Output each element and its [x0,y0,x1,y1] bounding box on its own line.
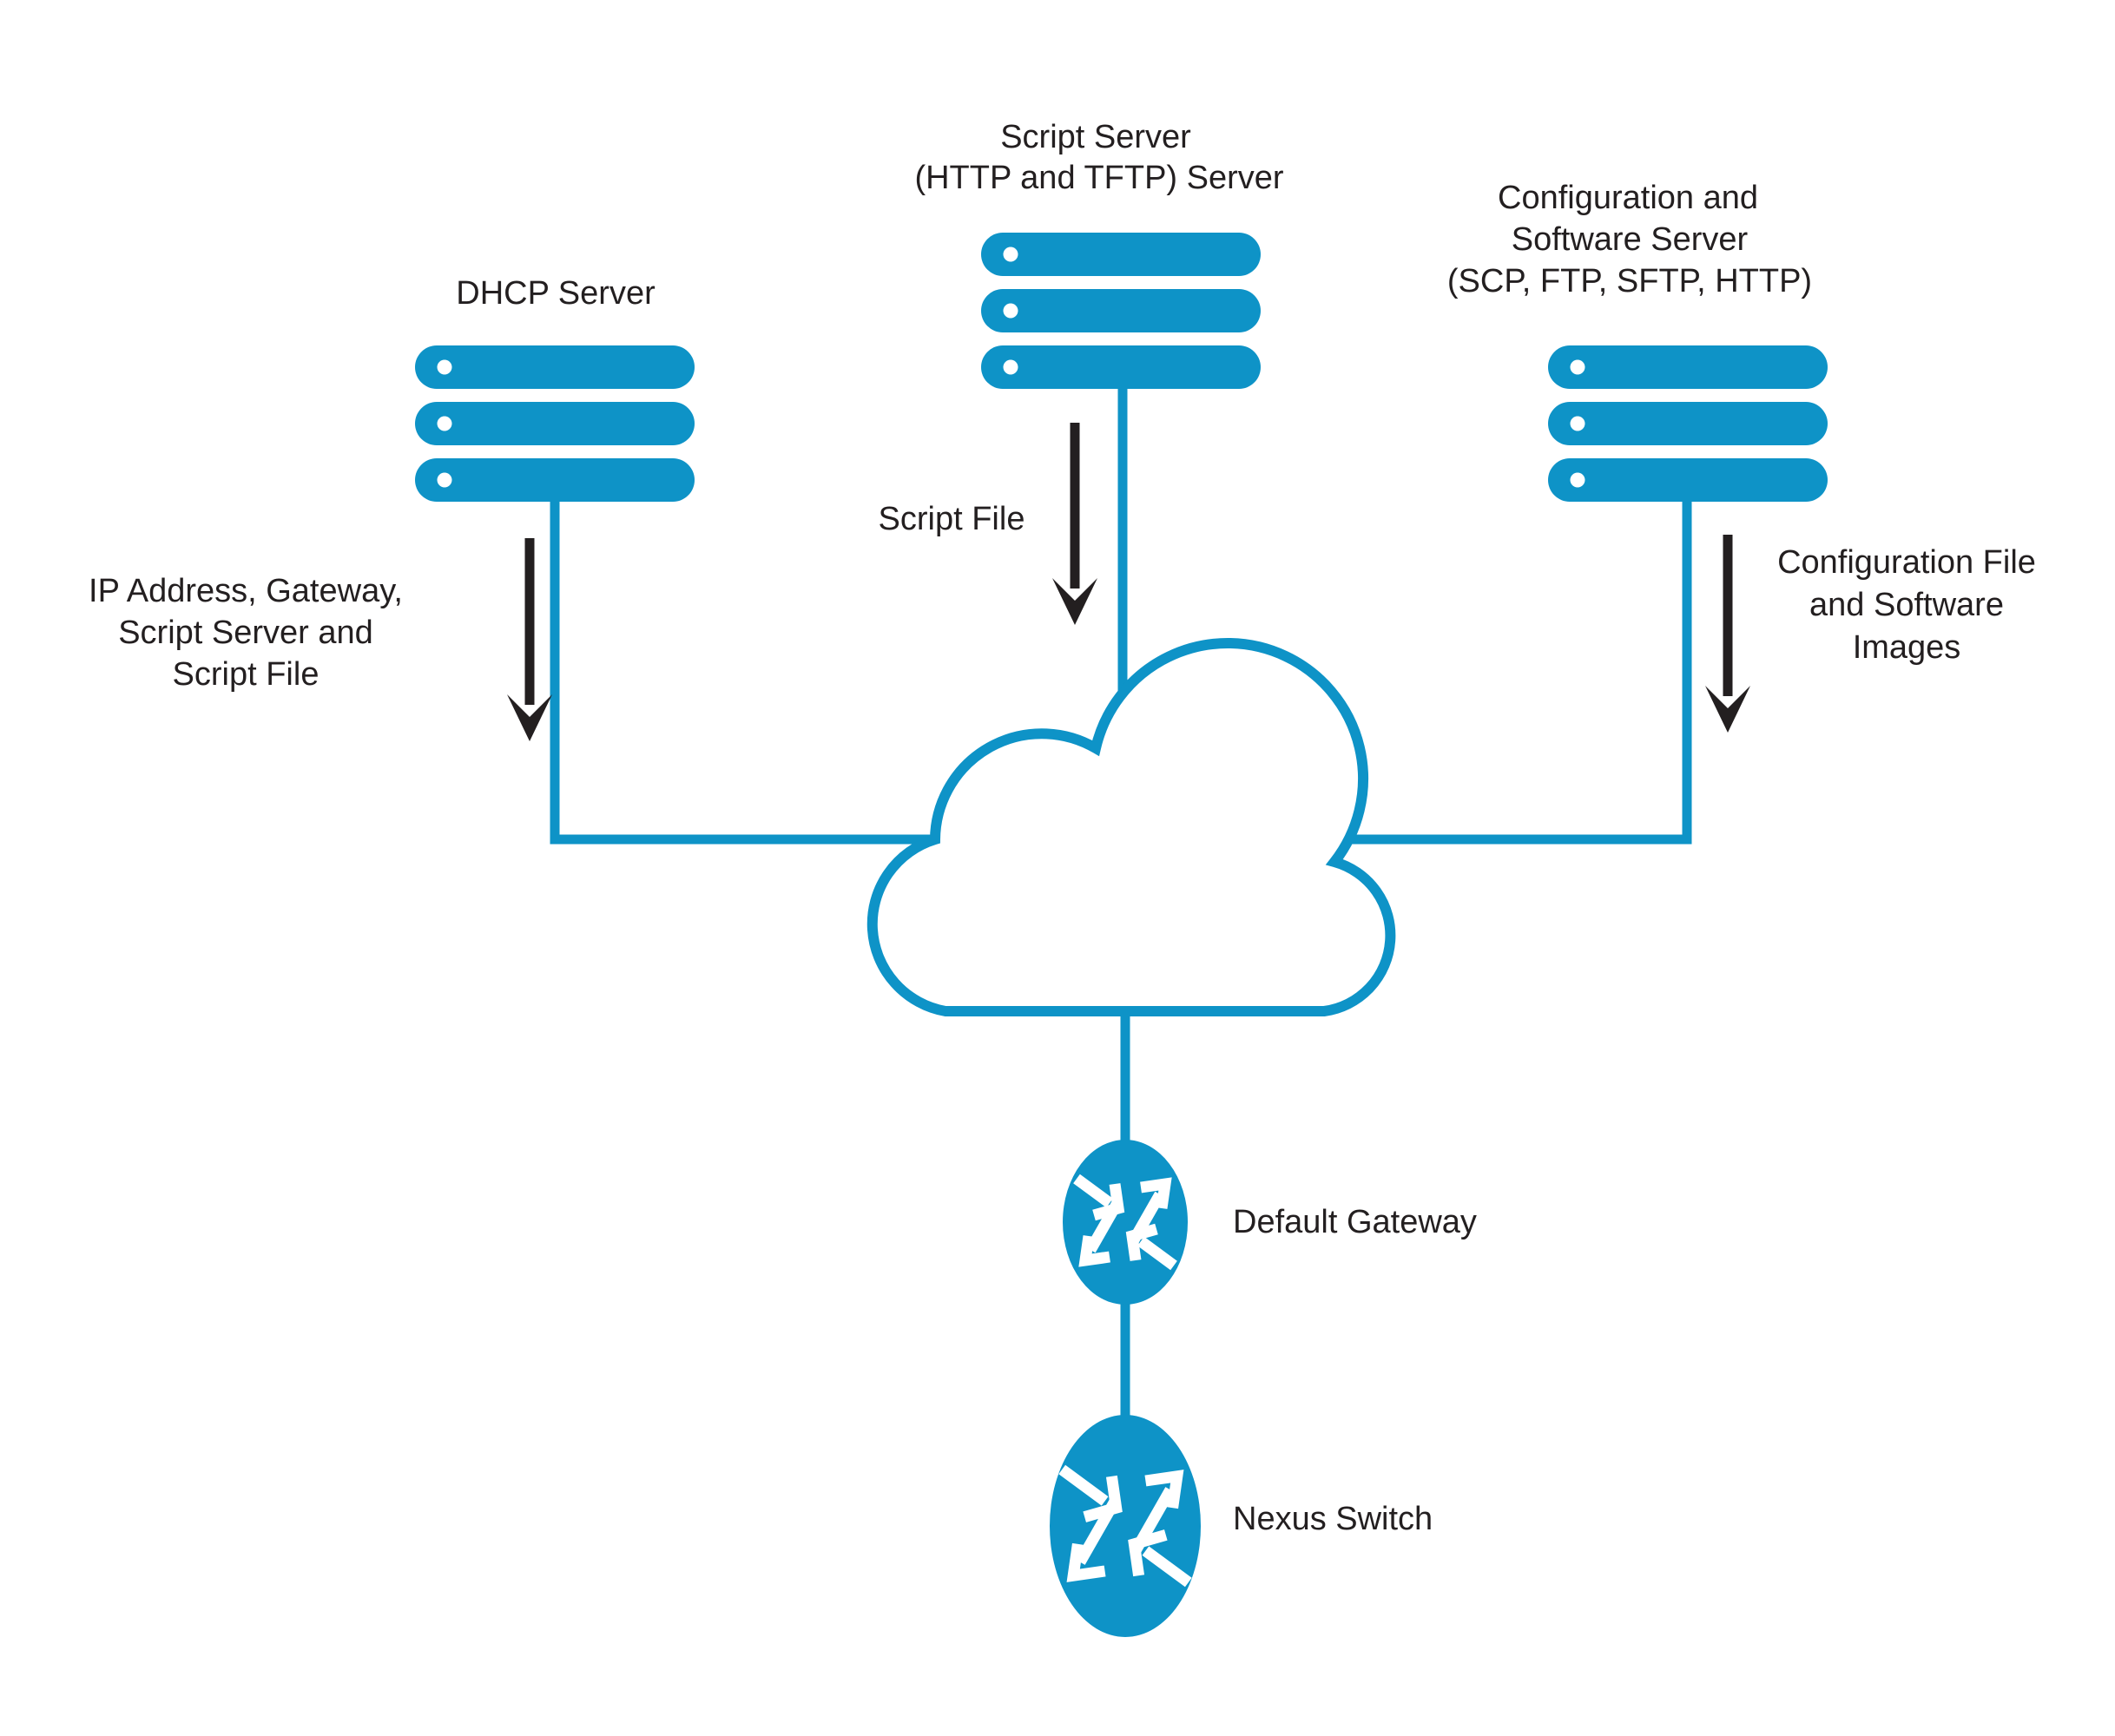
dhcp-to-cloud-line [550,502,935,845]
default-gateway-label: Default Gateway [1233,1204,1477,1240]
dhcp-flow-label-line2: Script Server and [118,615,373,651]
cloud-icon [866,638,1396,1016]
config-server-label-line3: (SCP, FTP, SFTP, HTTP) [1447,263,1812,299]
script-flow-down-arrow-icon [1052,423,1097,625]
dhcp-server-label: DHCP Server [456,275,656,312]
config-flow-label-line3: Images [1853,629,1961,666]
config-flow-label-line1: Configuration File [1777,544,2036,581]
default-gateway-icon [1063,1140,1188,1305]
config-server-icon [1548,345,1828,502]
script-server-label-line2: (HTTP and TFTP) Server [914,160,1283,196]
script-server-icon [981,233,1261,389]
dhcp-server-icon [415,345,695,502]
dhcp-flow-down-arrow-icon [507,538,552,741]
nexus-switch-label: Nexus Switch [1233,1501,1433,1537]
script-flow-label: Script File [879,501,1025,537]
config-server-label-line2: Software Server [1512,221,1749,258]
dhcp-flow-label-line1: IP Address, Gateway, [89,573,403,609]
config-to-cloud-line [1344,502,1692,845]
dhcp-flow-label-line3: Script File [173,656,320,693]
nexus-switch-icon [1050,1415,1201,1637]
config-server-label-line1: Configuration and [1498,180,1758,216]
connector-lines [550,388,1692,845]
script-server-label-line1: Script Server [1000,119,1191,155]
config-flow-down-arrow-icon [1705,535,1750,733]
config-flow-label-line2: and Software [1809,587,2004,623]
